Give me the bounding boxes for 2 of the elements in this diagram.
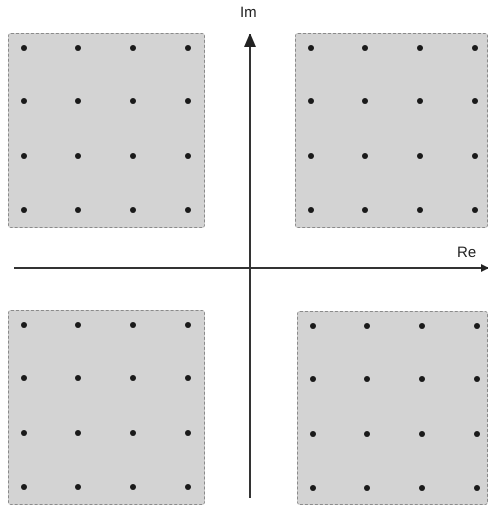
axis-label: Re bbox=[457, 245, 476, 260]
axis-label: Im bbox=[240, 5, 257, 20]
